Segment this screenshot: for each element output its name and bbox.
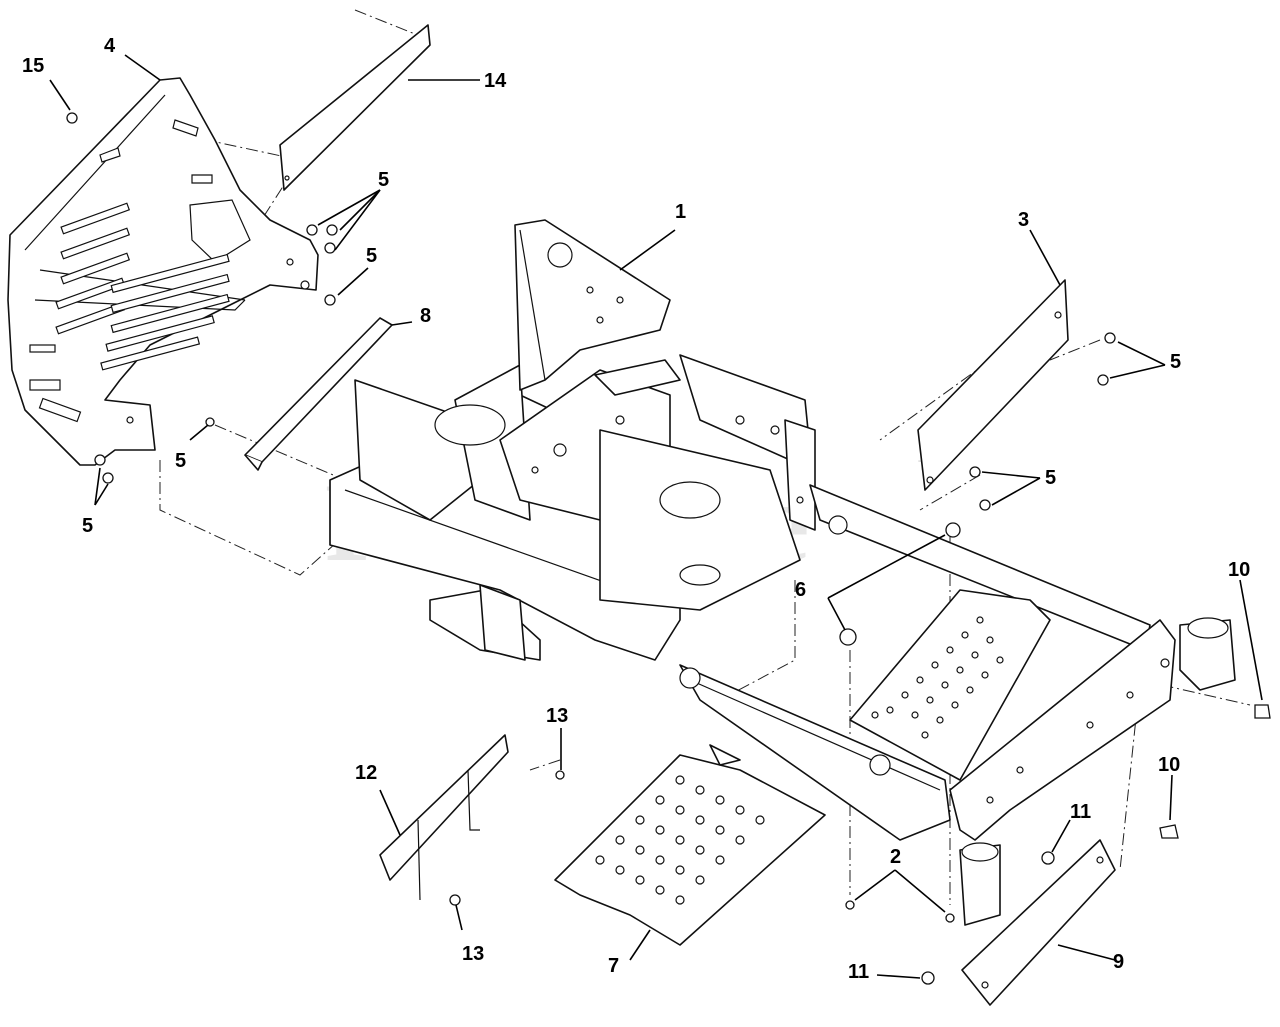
callout-5-left-bottom: 5 bbox=[82, 515, 93, 537]
callout-7: 7 bbox=[608, 955, 619, 977]
pin-icon bbox=[1254, 704, 1271, 719]
nut-icon bbox=[1041, 851, 1055, 865]
plug-icon bbox=[945, 522, 961, 538]
callout-11-top: 11 bbox=[1070, 801, 1091, 823]
nut-icon bbox=[326, 224, 338, 236]
callout-4: 4 bbox=[104, 35, 116, 57]
bolt-icon bbox=[979, 499, 991, 511]
pin-icon bbox=[1159, 824, 1179, 839]
footplate-holes bbox=[595, 775, 765, 905]
callout-2: 2 bbox=[890, 846, 901, 868]
callout-14: 14 bbox=[484, 70, 507, 92]
nut-icon bbox=[94, 454, 106, 466]
callout-5-right-lower: 5 bbox=[1045, 467, 1056, 489]
plug-icon bbox=[839, 628, 857, 646]
callout-12: 12 bbox=[355, 762, 377, 784]
nut-icon bbox=[306, 224, 318, 236]
callout-5-right-upper: 5 bbox=[1170, 351, 1181, 373]
bolt-icon bbox=[1104, 332, 1116, 344]
fender-slots bbox=[29, 202, 230, 423]
callout-1: 1 bbox=[675, 201, 686, 223]
callout-8: 8 bbox=[420, 305, 431, 327]
callout-13-bottom: 13 bbox=[462, 943, 484, 965]
nut-icon bbox=[555, 770, 565, 780]
callout-10-bottom: 10 bbox=[1158, 754, 1180, 776]
strip-panel-icon bbox=[279, 24, 431, 191]
callout-5-left-mid: 5 bbox=[175, 450, 186, 472]
bracket-icon bbox=[379, 734, 509, 901]
nut-icon bbox=[921, 971, 935, 985]
bolt-icon bbox=[205, 417, 215, 427]
nut-icon bbox=[324, 242, 336, 254]
bumper-icon bbox=[961, 839, 1116, 1006]
callout-15: 15 bbox=[22, 55, 44, 77]
nut-icon bbox=[324, 294, 336, 306]
callout-labels: 15 4 14 5 5 8 1 3 5 5 5 5 6 10 10 11 2 1… bbox=[22, 35, 1250, 983]
callout-11-bottom: 11 bbox=[848, 961, 869, 983]
callout-9: 9 bbox=[1113, 951, 1124, 973]
bolt-icon bbox=[1097, 374, 1109, 386]
bolt-icon bbox=[969, 466, 981, 478]
callout-6: 6 bbox=[795, 579, 806, 601]
footplate-icon bbox=[554, 744, 826, 946]
leader-lines bbox=[49, 54, 1263, 979]
hardware bbox=[66, 112, 1271, 985]
callout-5-upper: 5 bbox=[366, 245, 377, 267]
callout-3: 3 bbox=[1018, 209, 1029, 231]
nut-icon bbox=[845, 900, 855, 910]
callout-10-top: 10 bbox=[1228, 559, 1250, 581]
nut-icon bbox=[449, 894, 461, 906]
bolt-icon bbox=[66, 112, 78, 124]
side-panel-icon bbox=[917, 279, 1069, 491]
nut-icon bbox=[102, 472, 114, 484]
tread-holes bbox=[871, 616, 1004, 739]
nut-icon bbox=[945, 913, 955, 923]
callout-5-top: 5 bbox=[378, 169, 389, 191]
fender-panel-icon bbox=[7, 77, 319, 466]
callout-13-top: 13 bbox=[546, 705, 568, 727]
frame-icon bbox=[329, 219, 1236, 926]
